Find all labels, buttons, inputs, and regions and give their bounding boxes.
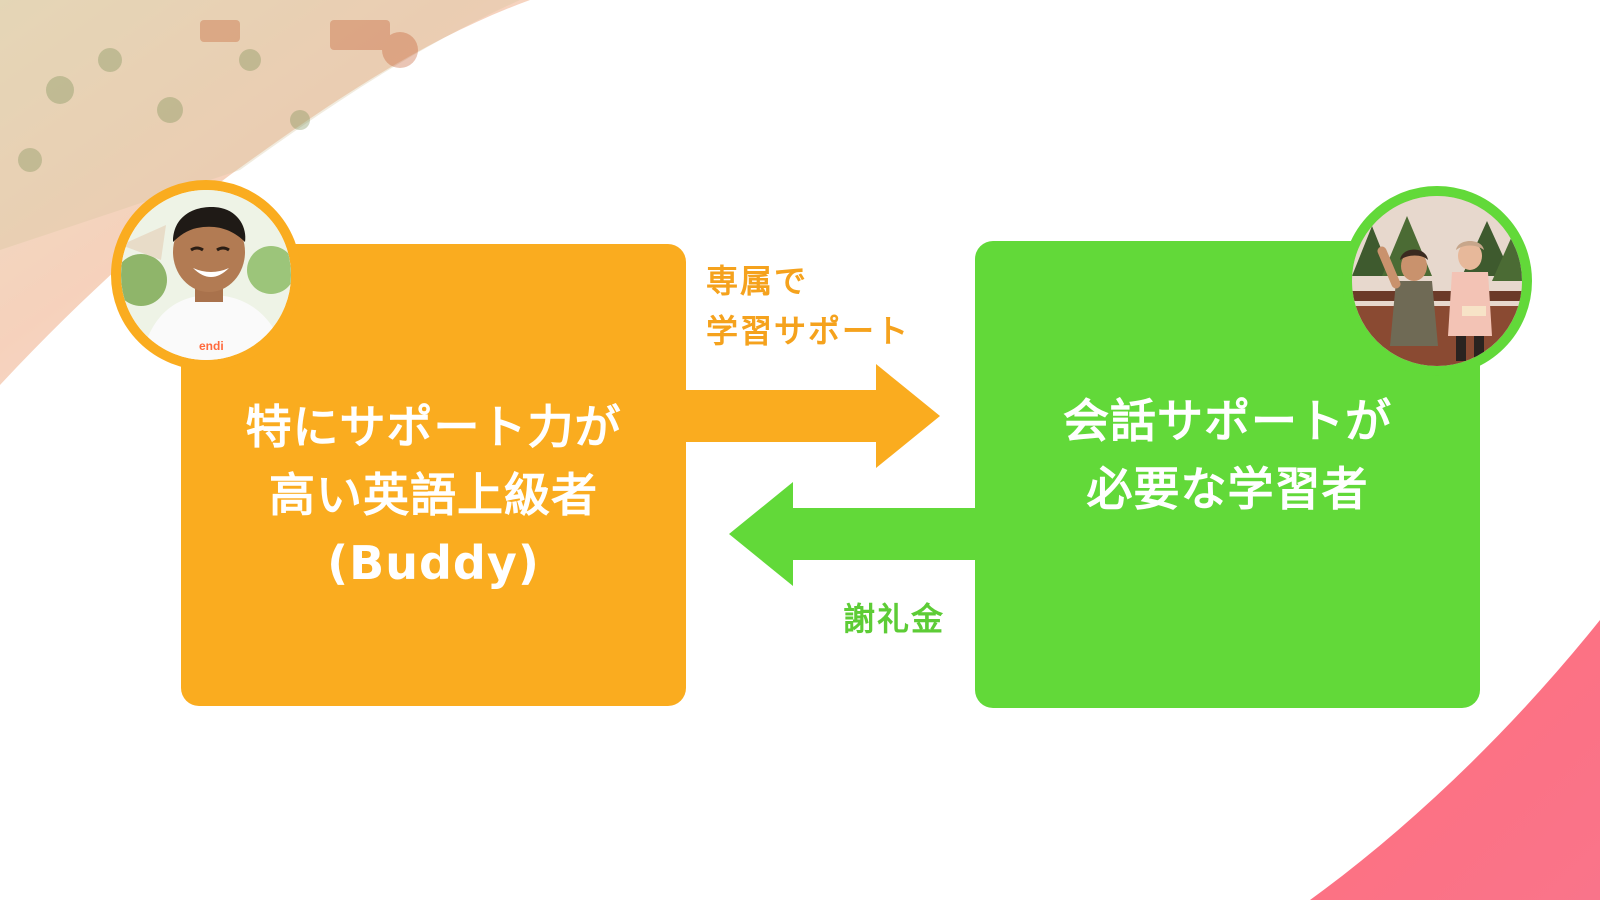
buddy-box-text: 特にサポート力が 高い英語上級者 (Buddy) <box>246 393 622 597</box>
reward-arrow <box>729 482 975 586</box>
person-photo-icon: endi <box>121 190 291 360</box>
learner-box-line-2: 必要な学習者 <box>1086 461 1369 516</box>
vr-avatars-photo-icon <box>1352 196 1522 366</box>
bottom-right-swoosh <box>1310 620 1600 900</box>
learner-avatar <box>1342 186 1532 376</box>
buddy-box-line-2: 高い英語上級者 <box>269 468 598 522</box>
buddy-box-line-3: (Buddy) <box>327 536 540 590</box>
svg-text:endi: endi <box>199 339 224 353</box>
reward-label: 謝礼金 <box>843 600 946 638</box>
arrow-left-icon <box>729 482 975 586</box>
top-left-scenery <box>0 0 530 385</box>
buddy-avatar: endi <box>111 180 301 370</box>
buddy-box: 特にサポート力が 高い英語上級者 (Buddy) <box>181 244 686 706</box>
learner-box-text: 会話サポートが 必要な学習者 <box>1063 387 1392 523</box>
support-arrow <box>686 364 940 468</box>
arrow-right-icon <box>686 364 940 468</box>
learner-box-line-1: 会話サポートが <box>1063 393 1392 448</box>
support-label-line-2: 学習サポート <box>706 312 911 350</box>
support-label: 専属で 学習サポート <box>706 256 910 356</box>
buddy-box-line-1: 特にサポート力が <box>245 400 622 454</box>
support-label-line-1: 専属で <box>706 262 809 300</box>
